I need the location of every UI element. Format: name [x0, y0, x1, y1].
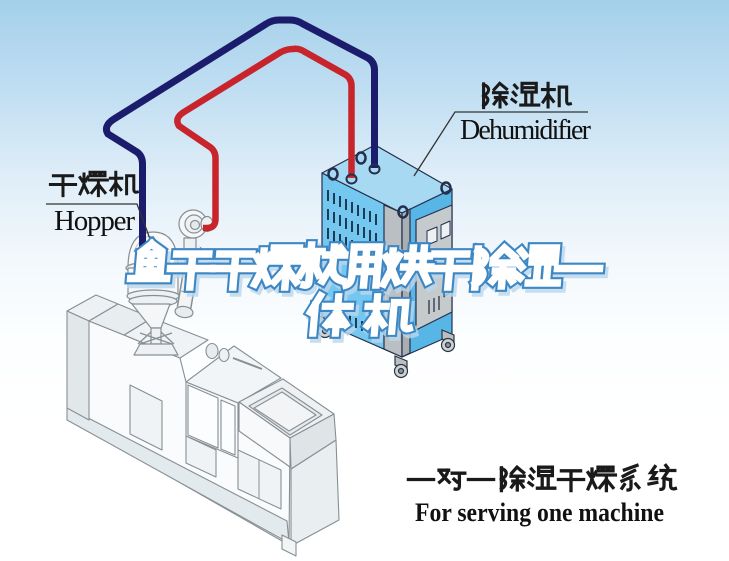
svg-text:Hopper: Hopper: [54, 205, 135, 237]
svg-text:For serving one machine: For serving one machine: [415, 498, 664, 527]
svg-text:Dehumidifier: Dehumidifier: [460, 115, 592, 146]
